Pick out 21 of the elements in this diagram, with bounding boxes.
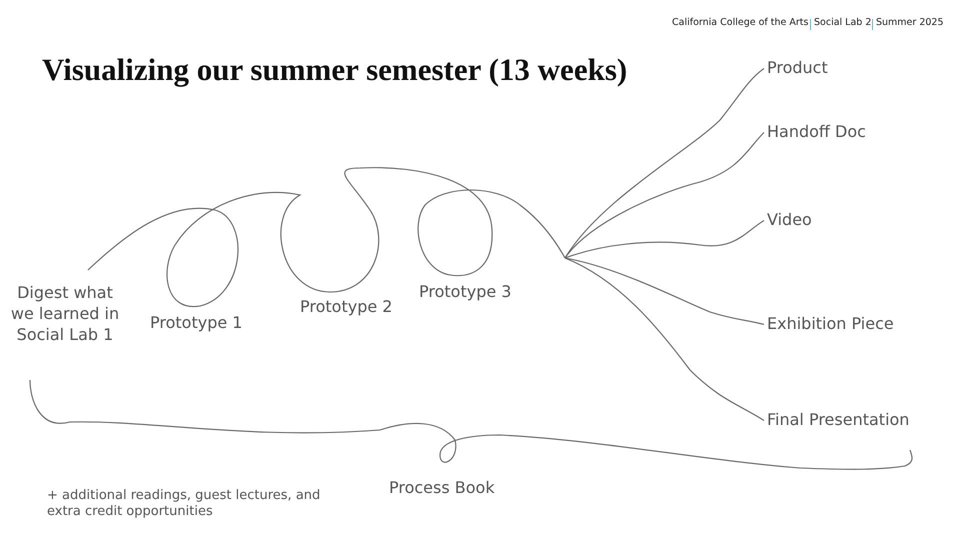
outcome-text: Exhibition Piece bbox=[767, 313, 894, 334]
branch-line bbox=[564, 258, 764, 421]
start-text: Digest what we learned in Social Lab 1 bbox=[10, 270, 120, 345]
header-text: Summer 2025 bbox=[876, 17, 944, 28]
outcome-text: Video bbox=[767, 209, 812, 230]
outcome-text: Final Presentation bbox=[767, 409, 910, 430]
branch-line bbox=[564, 220, 764, 259]
journey-line bbox=[88, 167, 566, 307]
outcome-text: Product bbox=[767, 57, 828, 78]
title: Visualizing our summer semester (13 weeks) bbox=[42, 52, 628, 88]
branch-line bbox=[564, 132, 764, 258]
header-text: Social Lab 2 bbox=[814, 17, 872, 28]
phase-label: Prototype 1 bbox=[150, 313, 242, 332]
header-text: California College of the Arts bbox=[672, 17, 808, 28]
branch-line bbox=[564, 257, 764, 326]
branch-line bbox=[564, 68, 764, 258]
phase-label: Prototype 2 bbox=[300, 297, 392, 316]
outcome-text: Handoff Doc bbox=[767, 121, 866, 142]
timeline-label: Process Book bbox=[389, 478, 495, 497]
phase-label: Prototype 3 bbox=[419, 282, 512, 301]
footnote: + additional readings, guest lectures, and extra credit opportunities bbox=[47, 488, 322, 520]
